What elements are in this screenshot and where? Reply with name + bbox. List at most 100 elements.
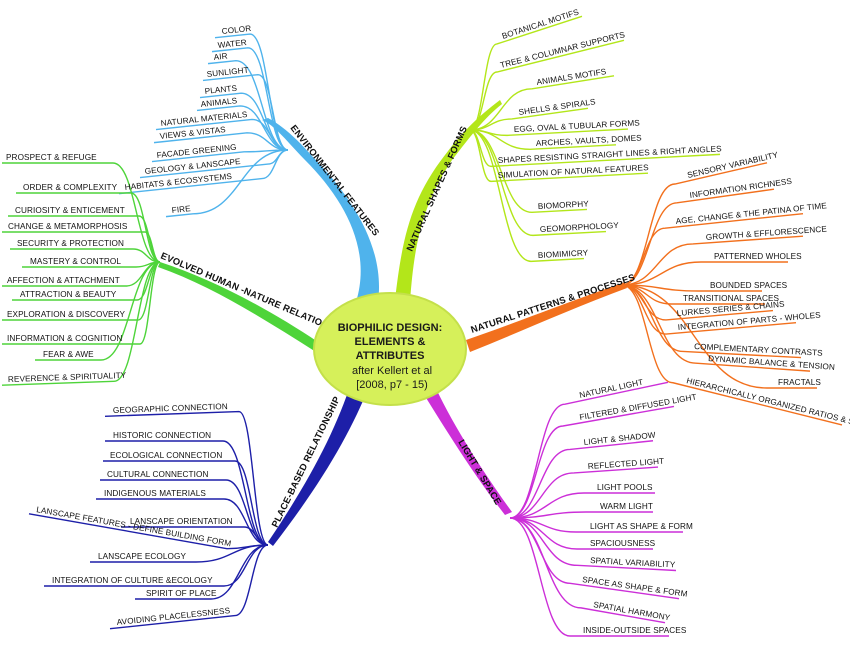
natural-patterns-item-7: TRANSITIONAL SPACES (683, 294, 780, 303)
evolved-item-5: SECURITY & PROTECTION (17, 239, 124, 248)
branch-trunks (158, 100, 627, 546)
natural-shapes-item-4: SHELLS & SPIRALS (518, 97, 597, 117)
light-space-connector-5 (509, 492, 655, 519)
natural-patterns-connector-10 (621, 284, 802, 359)
light-space-item-12: INSIDE-OUTSIDE SPACES (583, 626, 687, 635)
environmental-trunk (262, 118, 380, 302)
place-based-item-10: SPIRIT OF PLACE (146, 589, 217, 598)
natural-shapes-connector-1 (469, 15, 583, 131)
light-space-trunk (418, 380, 512, 515)
place-based-trunk (268, 380, 370, 546)
place-based-item-11: AVOIDING PLACELESSNESS (116, 606, 231, 627)
light-space-item-9: SPATIAL VARIABILITY (590, 556, 676, 569)
center-subtitle-line2: [2008, p7 - 15) (356, 379, 428, 391)
natural-patterns-label: NATURAL PATTERNS & PROCESSES (469, 271, 636, 335)
environmental-item-11: HABITATS & ECOSYSTEMS (124, 172, 233, 192)
natural-shapes-connector-11 (469, 129, 585, 263)
light-space-connector-2 (509, 405, 675, 519)
light-space-item-5: LIGHT POOLS (597, 483, 653, 492)
environmental-connector-11 (118, 149, 289, 195)
evolved-item-8: ATTRACTION & BEAUTY (20, 290, 117, 299)
place-based-connector-1 (104, 410, 269, 546)
center-title-line3: ATTRIBUTES (356, 350, 425, 362)
natural-shapes-connector-6 (469, 129, 617, 151)
evolved-item-7: AFFECTION & ATTACHMENT (7, 276, 120, 285)
evolved-item-3: CURIOSITY & ENTICEMENT (15, 206, 125, 215)
evolved-item-12: REVERENCE & SPIRITUALITY (8, 371, 127, 384)
evolved-item-1: PROSPECT & REFUGE (6, 153, 97, 162)
natural-patterns-item-6: BOUNDED SPACES (710, 281, 788, 290)
evolved-connector-12 (1, 261, 161, 386)
evolved-item-2: ORDER & COMPLEXITY (23, 183, 118, 192)
environmental-item-6: ANIMALS (200, 96, 238, 109)
place-based-connector-11 (109, 544, 269, 630)
natural-patterns-connector-13 (621, 284, 843, 426)
natural-patterns-connector-3 (621, 212, 804, 286)
light-space-connector-6 (509, 511, 653, 519)
environmental-item-3: AIR (213, 52, 228, 62)
natural-patterns-item-1: SENSORY VARIABILITY (686, 150, 779, 180)
environmental-item-4: SUNLIGHT (206, 66, 249, 79)
place-based-item-2: HISTORIC CONNECTION (113, 431, 211, 440)
natural-shapes-item-7: SHAPES RESISTING STRAIGHT LINES & RIGHT … (498, 144, 723, 165)
environmental-item-5: PLANTS (204, 84, 238, 96)
place-based-connector-2 (105, 440, 269, 546)
center-ellipse (313, 292, 467, 406)
center-title-line1: BIOPHILIC DESIGN: (338, 322, 443, 334)
place-based-item-4: CULTURAL CONNECTION (107, 470, 209, 479)
natural-shapes-item-3: ANIMALS MOTIFS (536, 67, 608, 87)
place-based-connector-3 (103, 460, 269, 546)
natural-patterns-item-3: AGE, CHANGE & THE PATINA OF TIME (675, 201, 827, 226)
light-space-item-7: LIGHT AS SHAPE & FORM (590, 522, 693, 531)
evolved-item-9: EXPLORATION & DISCOVERY (7, 310, 125, 319)
environmental-connector-12 (165, 149, 289, 218)
light-space-item-6: WARM LIGHT (600, 502, 653, 511)
light-space-connector-3 (509, 440, 654, 519)
natural-shapes-label: NATURAL SHAPES & FORMS (404, 124, 469, 253)
center-title-line2: ELEMENTS & (355, 336, 426, 348)
natural-patterns-trunk (466, 282, 627, 352)
natural-patterns-connector-6 (621, 284, 762, 292)
natural-shapes-connector-10 (469, 129, 607, 237)
natural-shapes-connector-3 (469, 75, 615, 131)
evolved-connector-5 (10, 248, 161, 263)
light-space-item-8: SPACIOUSNESS (590, 539, 656, 548)
place-based-item-1: GEOGRAPHIC CONNECTION (113, 402, 228, 415)
evolved-connector-10 (2, 261, 161, 345)
natural-patterns-connector-4 (621, 235, 804, 286)
place-based-connector-10 (135, 544, 269, 600)
light-space-connector-9 (509, 517, 677, 572)
place-based-connector-8 (90, 544, 269, 563)
evolved-connector-1 (2, 162, 161, 263)
evolved-connector-9 (2, 261, 161, 321)
natural-patterns-item-12: FRACTALS (778, 378, 821, 387)
natural-shapes-connector-8 (469, 129, 649, 183)
natural-patterns-item-2: INFORMATION RICHNESS (689, 177, 793, 200)
evolved-item-10: INFORMATION & COGNITION (7, 334, 122, 343)
light-space-connector-4 (509, 466, 659, 519)
natural-patterns-item-5: PATTERNED WHOLES (714, 252, 802, 261)
evolved-connector-4 (2, 231, 161, 263)
environmental-connector-3 (207, 59, 289, 151)
place-based-item-3: ECOLOGICAL CONNECTION (110, 451, 222, 460)
natural-shapes-trunk (395, 100, 502, 302)
place-based-item-5: INDIGENOUS MATERIALS (104, 489, 206, 498)
environmental-item-7: NATURAL MATERIALS (160, 110, 248, 128)
natural-shapes-item-1: BOTANICAL MOTIFS (501, 7, 581, 41)
place-based-item-6: LANSCAPE ORIENTATION (130, 517, 233, 526)
natural-shapes-item-11: BIOMIMICRY (538, 248, 589, 260)
evolved-item-4: CHANGE & METAMORPHOSIS (8, 222, 128, 231)
leaf-connectors (1, 15, 843, 637)
environmental-label: ENVIRONMENTAL FEATURES (288, 122, 381, 237)
environmental-item-2: WATER (217, 38, 247, 50)
natural-shapes-item-9: BIOMORPHY (538, 199, 590, 211)
natural-patterns-connector-5 (621, 261, 788, 286)
light-space-connector-11 (509, 517, 666, 624)
evolved-item-11: FEAR & AWE (43, 350, 94, 359)
place-based-item-9: INTEGRATION OF CULTURE &ECOLOGY (52, 576, 213, 585)
light-space-connector-12 (509, 517, 669, 637)
evolved-trunk (158, 262, 318, 352)
environmental-item-12: FIRE (171, 204, 191, 215)
light-space-label: LIGHT & SPACE (456, 437, 504, 506)
natural-shapes-connector-2 (469, 39, 625, 131)
